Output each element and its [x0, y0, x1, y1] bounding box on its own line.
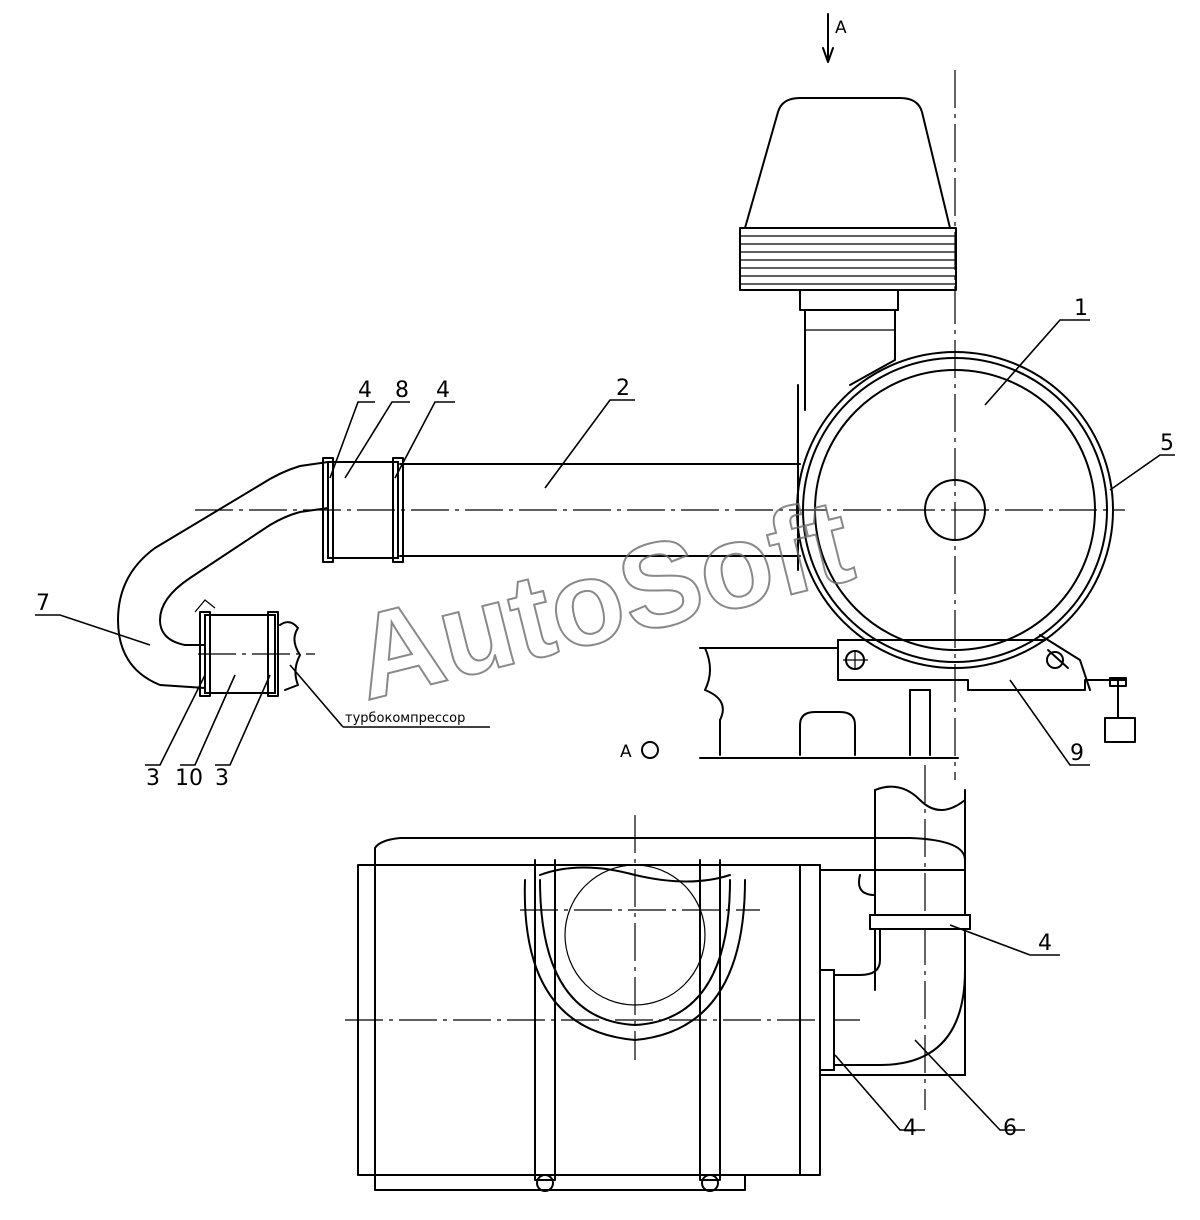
view-reference-label: A	[620, 742, 632, 762]
view-reference-a: A	[620, 741, 659, 762]
callout-1: 1	[1074, 296, 1088, 321]
clamp-strap-5	[1039, 634, 1091, 691]
turbocompressor-note: турбокомпрессор	[345, 711, 465, 726]
callout-2: 2	[616, 376, 630, 401]
callout-4-top-right: 4	[436, 378, 450, 403]
intake-pipe-2	[399, 463, 801, 557]
view-arrow-label: A	[835, 18, 847, 38]
autosoft-watermark: AutoSoft	[340, 473, 864, 726]
air-cleaner-housing-1	[796, 70, 1114, 780]
callout-4-top-left: 4	[358, 378, 372, 403]
exhaust-manifold	[699, 647, 959, 759]
curved-hose-7	[117, 461, 329, 689]
mounting-bracket-9	[837, 639, 1136, 743]
precleaner-cap	[739, 97, 957, 411]
callout-10: 10	[175, 766, 203, 791]
callout-8: 8	[395, 378, 409, 403]
elbow-hose-6	[819, 785, 971, 1076]
callout-7: 7	[36, 591, 50, 616]
callout-numbers: 1 2 4 8 4 5 7 3 10 3 турбокомпрессор 9 4…	[36, 296, 1174, 1141]
air-cleaner-canister-side-view	[345, 765, 966, 1192]
callout-3-right: 3	[215, 766, 229, 791]
callout-4-bottom-left: 4	[903, 1116, 917, 1141]
leader-lines	[35, 319, 1175, 1131]
callout-5: 5	[1160, 431, 1174, 456]
callout-3-left: 3	[146, 766, 160, 791]
view-arrow-a: A	[822, 13, 847, 63]
callout-4-bottom-right: 4	[1038, 931, 1052, 956]
callout-9: 9	[1070, 741, 1084, 766]
callout-6: 6	[1003, 1116, 1017, 1141]
